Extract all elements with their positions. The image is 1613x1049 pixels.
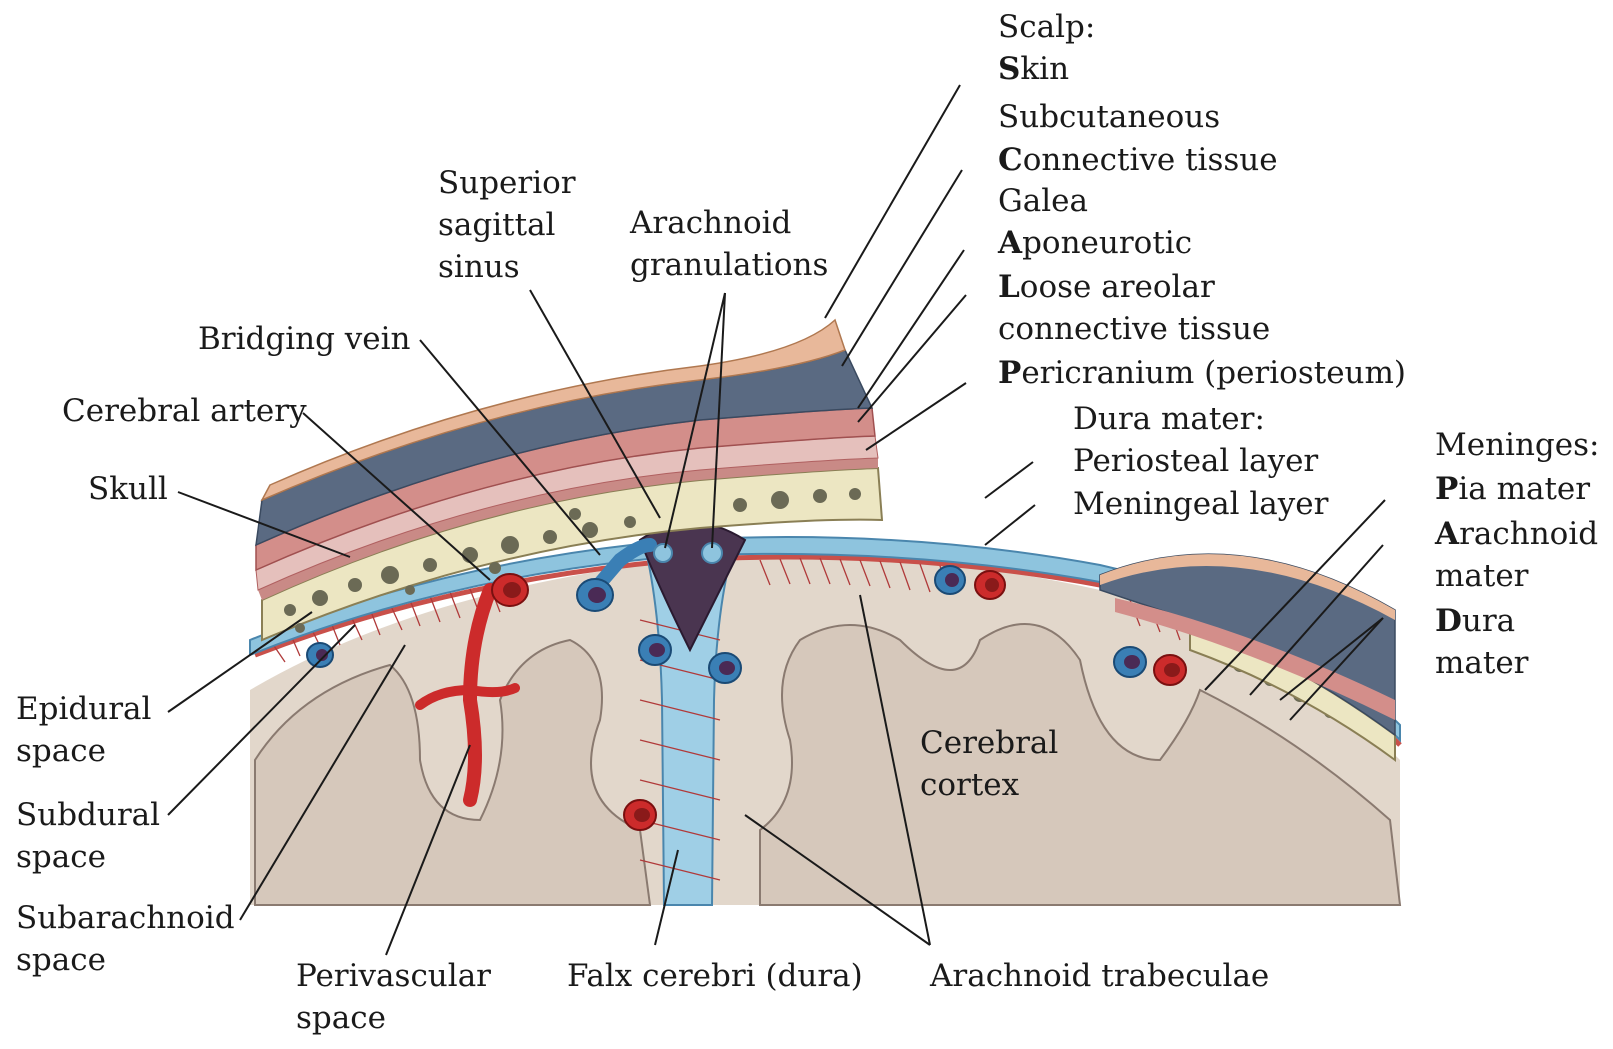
label-skin-initial: S — [998, 51, 1020, 87]
label-periosteal-layer: Periosteal layer — [1073, 440, 1318, 482]
label-aponeurotic-rest: poneurotic — [1022, 225, 1192, 261]
label-cerebral-cortex-line1: Cerebral — [920, 722, 1058, 764]
label-skull: Skull — [88, 468, 168, 510]
label-dura-mater: Dura — [1435, 600, 1515, 642]
label-perivascular-space: Perivascular space — [296, 955, 491, 1039]
label-arachnoid-mater: Arachnoid — [1435, 513, 1598, 555]
label-superior-sagittal-sinus: Superior sagittal sinus — [438, 162, 576, 288]
label-loose-rest: oose areolar — [1020, 269, 1215, 305]
label-connective-tissue: Connective tissue — [998, 139, 1278, 181]
label-subcutaneous: Subcutaneous — [998, 96, 1220, 138]
label-cerebral-cortex: Cerebral cortex — [920, 722, 1058, 806]
label-perivascular-line2: space — [296, 997, 491, 1039]
label-epidural-line2: space — [16, 730, 151, 772]
label-subdural-line2: space — [16, 836, 160, 878]
label-arachnoid-mater-line2: mater — [1435, 555, 1529, 597]
label-subdural-line1: Subdural — [16, 794, 160, 836]
label-superior-sagittal-sinus-line1: Superior — [438, 162, 576, 204]
label-superior-sagittal-sinus-line3: sinus — [438, 246, 576, 288]
label-arachnoid-granulations-line2: granulations — [630, 244, 828, 286]
label-aponeurotic-initial: A — [998, 225, 1022, 261]
label-pericranium-initial: P — [998, 355, 1021, 391]
label-meninges-heading: Meninges: — [1435, 424, 1599, 466]
label-dura-mater-heading: Dura mater: — [1073, 398, 1265, 440]
label-pericranium: Pericranium (periosteum) — [998, 352, 1406, 394]
label-falx-cerebri: Falx cerebri (dura) — [567, 955, 863, 997]
label-bridging-vein: Bridging vein — [198, 318, 411, 360]
label-skin: Skin — [998, 48, 1069, 90]
label-superior-sagittal-sinus-line2: sagittal — [438, 204, 576, 246]
label-perivascular-line1: Perivascular — [296, 955, 491, 997]
label-dura-initial: D — [1435, 603, 1462, 639]
label-arachnoid-mater-initial: A — [1435, 516, 1459, 552]
label-connective-initial: C — [998, 142, 1023, 178]
label-pia-rest: ia mater — [1458, 471, 1590, 507]
label-loose-areolar: Loose areolar — [998, 266, 1215, 308]
label-subdural-space: Subdural space — [16, 794, 160, 878]
label-connective-rest: onnective tissue — [1023, 142, 1278, 178]
label-cerebral-cortex-line2: cortex — [920, 764, 1058, 806]
label-pia-initial: P — [1435, 471, 1458, 507]
label-arachnoid-trabeculae: Arachnoid trabeculae — [930, 955, 1269, 997]
label-dura-mater-line2: mater — [1435, 642, 1529, 684]
label-arachnoid-granulations-line1: Arachnoid — [630, 202, 828, 244]
label-loose-initial: L — [998, 269, 1020, 305]
label-subarachnoid-line2: space — [16, 939, 235, 981]
label-aponeurotic: Aponeurotic — [998, 222, 1192, 264]
label-epidural-line1: Epidural — [16, 688, 151, 730]
label-subarachnoid-space: Subarachnoid space — [16, 897, 235, 981]
label-cerebral-artery: Cerebral artery — [62, 390, 307, 432]
label-galea: Galea — [998, 180, 1088, 222]
label-meningeal-layer: Meningeal layer — [1073, 483, 1328, 525]
label-pia-mater: Pia mater — [1435, 468, 1590, 510]
label-arachnoid-mater-rest: rachnoid — [1459, 516, 1598, 552]
label-skin-rest: kin — [1020, 51, 1069, 87]
label-pericranium-rest: ericranium (periosteum) — [1021, 355, 1406, 391]
label-subarachnoid-line1: Subarachnoid — [16, 897, 235, 939]
label-dura-rest: ura — [1462, 603, 1515, 639]
scalp-heading: Scalp: — [998, 6, 1095, 48]
label-loose-areolar-line2: connective tissue — [998, 308, 1270, 350]
label-arachnoid-granulations: Arachnoid granulations — [630, 202, 828, 286]
label-epidural-space: Epidural space — [16, 688, 151, 772]
